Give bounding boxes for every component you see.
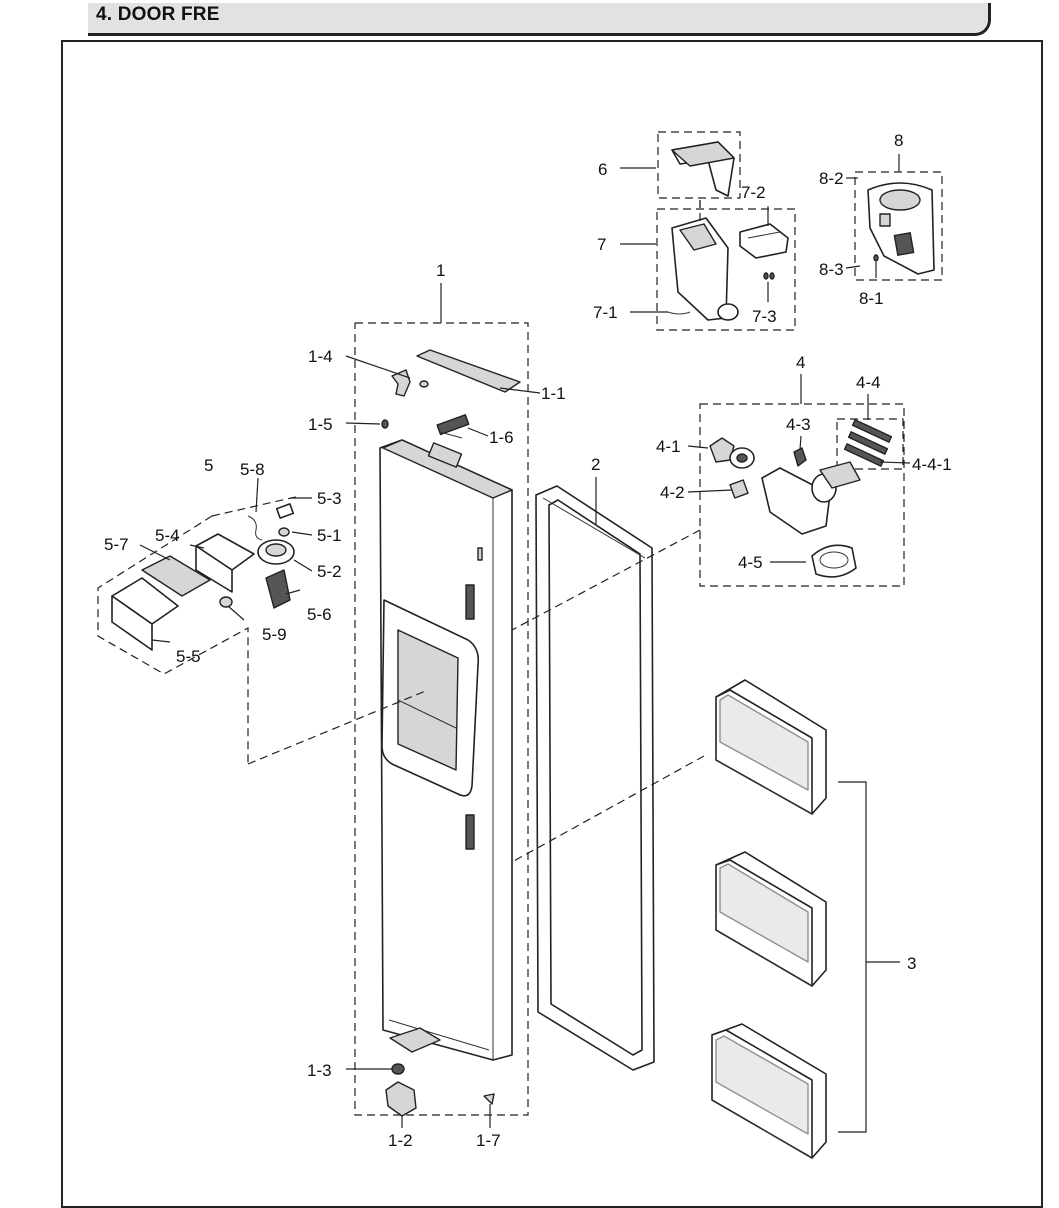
part-1-7-screw — [483, 1093, 495, 1105]
part-1-6-hinge-screw — [436, 414, 470, 439]
callout-5-8: 5-8 — [240, 460, 265, 479]
group-6-boundary — [657, 131, 741, 199]
door-bin-2 — [715, 851, 827, 987]
callout-5-2: 5-2 — [317, 562, 342, 581]
callout-4-4: 4-4 — [856, 373, 881, 392]
page-title: 4. DOOR FRE — [96, 4, 220, 25]
callout-labels: 1 1-1 1-2 1-3 1-4 1-5 1-6 1-7 2 3 4 4-1 … — [104, 131, 952, 1150]
bottom-bracket — [389, 1027, 441, 1053]
part-5-3-chip — [275, 503, 295, 519]
part-7-3-screw-a — [763, 272, 769, 280]
callout-1-6: 1-6 — [489, 428, 514, 447]
callout-7: 7 — [597, 235, 606, 254]
callout-1: 1 — [436, 261, 445, 280]
ice-maker-group — [854, 171, 943, 281]
part-5-7-pcb — [141, 555, 211, 597]
group-4-boundary — [699, 403, 905, 587]
callout-7-1: 7-1 — [593, 303, 618, 322]
part-7-2-auger-motor — [739, 223, 789, 259]
callout-8: 8 — [894, 131, 903, 150]
callout-6: 6 — [598, 160, 607, 179]
callout-5-1: 5-1 — [317, 526, 342, 545]
callout-5-9: 5-9 — [262, 625, 287, 644]
control-panel-group — [97, 495, 429, 765]
dispenser-housing — [761, 467, 831, 535]
part-6-chute-cover — [657, 131, 741, 199]
callout-8-2: 8-2 — [819, 169, 844, 188]
callout-8-3: 8-3 — [819, 260, 844, 279]
part-8-1-screw — [873, 254, 879, 262]
callout-8-1: 8-1 — [859, 289, 884, 308]
part-5-6-lever — [265, 569, 291, 609]
part-1-5-pin — [381, 419, 389, 429]
group-5-boundary — [97, 515, 249, 764]
part-1-4-bracket — [391, 369, 411, 397]
dispenser-mechanism-group — [699, 374, 905, 587]
part-7-1-wire — [667, 311, 691, 315]
callout-5-4: 5-4 — [155, 526, 180, 545]
callout-4-2: 4-2 — [660, 483, 685, 502]
part-1-1-top-cover — [416, 349, 521, 393]
part-5-1-button — [278, 527, 290, 537]
callout-4: 4 — [796, 353, 805, 372]
part-3-door-bins — [711, 679, 827, 1159]
part-1-3-bushing — [391, 1063, 405, 1075]
group-7-boundary — [656, 208, 796, 331]
part-4-5-duct-cap — [811, 544, 857, 578]
part-4-4-heater-bars — [843, 419, 893, 467]
callout-1-4: 1-4 — [308, 347, 333, 366]
callout-7-3: 7-3 — [752, 307, 777, 326]
callout-1-2: 1-2 — [388, 1131, 413, 1150]
door-assembly-group — [354, 283, 529, 1116]
callout-1-7: 1-7 — [476, 1131, 501, 1150]
ice-bucket-assembly-group — [656, 208, 796, 331]
door-panel — [379, 439, 513, 1061]
part-2-door-gasket — [535, 485, 655, 1071]
callout-1-3: 1-3 — [307, 1061, 332, 1080]
callout-1-1: 1-1 — [541, 384, 566, 403]
part-7-3-screw-b — [769, 272, 775, 280]
callout-4-5: 4-5 — [738, 553, 763, 572]
callout-5-7: 5-7 — [104, 535, 129, 554]
callout-4-3: 4-3 — [786, 415, 811, 434]
callout-4-4-1: 4-4-1 — [912, 455, 952, 474]
callout-1-5: 1-5 — [308, 415, 333, 434]
part-1-2-bottom-hinge — [385, 1081, 417, 1117]
door-bin-1 — [715, 679, 827, 815]
assembly-connection-lines — [511, 198, 705, 863]
door-bin-3 — [711, 1023, 827, 1159]
callout-5-5: 5-5 — [176, 647, 201, 666]
part-4-2-bracket — [729, 479, 749, 499]
callout-5-6: 5-6 — [307, 605, 332, 624]
part-5-8-wire — [247, 515, 263, 541]
callout-7-2: 7-2 — [741, 183, 766, 202]
callout-2: 2 — [591, 455, 600, 474]
header-bar — [88, 3, 991, 36]
diagram-header: 4. DOOR FRE — [0, 0, 1059, 40]
part-4-3-lever — [793, 447, 807, 467]
part-5-9-spring — [219, 596, 233, 608]
group-4-4-boundary — [836, 418, 904, 470]
group-1-boundary — [354, 322, 529, 1116]
callout-5: 5 — [204, 456, 213, 475]
callout-4-1: 4-1 — [656, 437, 681, 456]
callout-3: 3 — [907, 954, 916, 973]
callout-5-3: 5-3 — [317, 489, 342, 508]
